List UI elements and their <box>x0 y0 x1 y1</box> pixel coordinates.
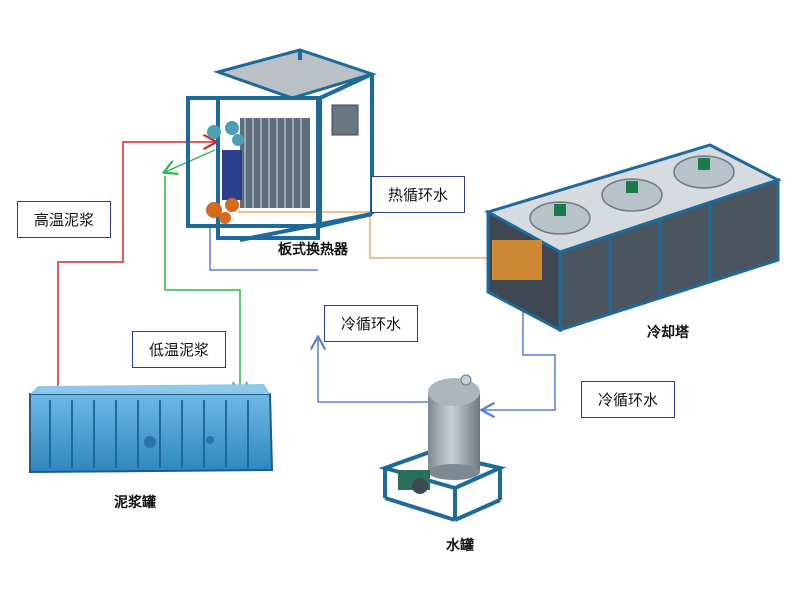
water-tank-image <box>378 374 507 522</box>
high-temp-mud-line <box>57 142 215 386</box>
low-temp-mud-label: 低温泥浆 <box>132 331 226 368</box>
cold-circ-water-label-2: 冷循环水 <box>581 381 675 418</box>
cold-circ-water-label-1: 冷循环水 <box>324 305 418 342</box>
cold-water-line-2 <box>318 338 440 403</box>
low-temp-mud-line-b <box>164 176 240 394</box>
cooling-tower-caption: 冷却塔 <box>647 324 690 341</box>
hot-circ-water-label: 热循环水 <box>371 176 465 213</box>
high-temp-mud-label: 高温泥浆 <box>17 201 111 238</box>
cold-water-line-2b <box>209 225 318 271</box>
plate-heat-exchanger-caption: 板式换热器 <box>278 241 349 258</box>
mud-tank-image <box>29 384 274 474</box>
hot-water-line <box>238 211 500 258</box>
water-tank-caption: 水罐 <box>446 537 474 554</box>
cooling-tower-image <box>484 143 782 333</box>
mud-tank-caption: 泥浆罐 <box>114 494 156 511</box>
cold-water-line-1 <box>483 300 556 410</box>
